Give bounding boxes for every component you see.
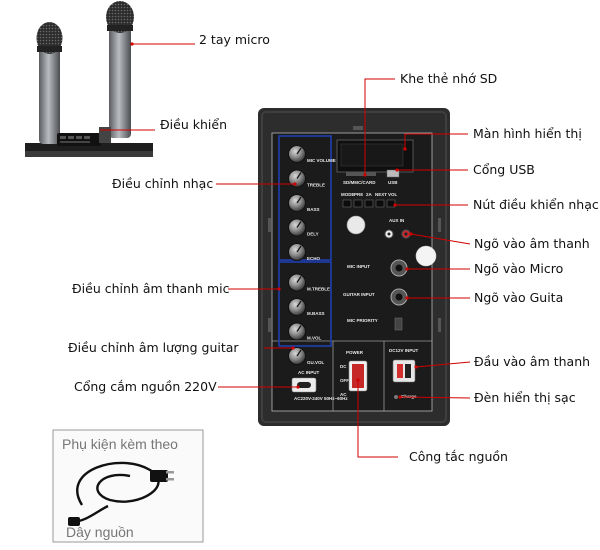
- label-mic-adjust: Điều chỉnh âm thanh mic: [72, 281, 230, 296]
- knob-bass: BASS: [288, 194, 320, 212]
- label-music-adjust: Điều chỉnh nhạc: [112, 176, 214, 191]
- svg-text:GUITAR INPUT: GUITAR INPUT: [343, 292, 375, 297]
- knob-gu-vol: GU.VOL: [288, 347, 325, 365]
- callout-lines: [100, 43, 471, 458]
- svg-text:AC220V-240V 50Hz~60Hz: AC220V-240V 50Hz~60Hz: [294, 396, 348, 401]
- knob-label: GU.VOL: [307, 360, 325, 365]
- knob-treble: TREBLE: [288, 169, 325, 188]
- sd-slot: [346, 172, 376, 176]
- label-mic-in: Ngõ vào Micro: [474, 261, 564, 276]
- svg-text:MODE: MODE: [341, 192, 355, 197]
- label-dc-in: Đầu vào âm thanh: [474, 354, 591, 369]
- leader-dc-in: [415, 361, 471, 368]
- power-cord-illustration: [68, 461, 174, 526]
- label-audio-in: Ngõ vào âm thanh: [474, 236, 590, 251]
- mic-priority-switch: [394, 317, 403, 331]
- accessory-caption: Dây nguồn: [66, 524, 134, 540]
- knob-label: DELY: [307, 232, 319, 237]
- knob-m-bass: M.BASS: [288, 298, 325, 316]
- label-power-socket: Cổng cắm nguồn 220V: [74, 379, 217, 394]
- svg-text:USB: USB: [388, 180, 398, 185]
- music-controls-box: [278, 135, 332, 261]
- knob-label: M.VOL: [307, 336, 322, 341]
- leader-display: [404, 133, 468, 149]
- label-remote: Điều khiển: [160, 117, 227, 132]
- leader-power-switch: [357, 380, 398, 458]
- svg-text:SD/MMC/CARD: SD/MMC/CARD: [343, 180, 376, 185]
- knob-column: MIC VOLUME TREBLE BASS DELY ECHO M.TREBLE M.BA…: [288, 145, 336, 365]
- label-guitar-in: Ngõ vào Guita: [474, 290, 564, 305]
- knob-m-treble: M.TREBLE: [288, 273, 330, 292]
- microphone-set-photo: [25, 1, 153, 157]
- knob-label: MIC VOLUME: [307, 158, 336, 163]
- label-music-buttons: Nút điều khiển nhạc: [473, 197, 599, 212]
- usb-port: [386, 169, 400, 178]
- svg-text:AUX IN: AUX IN: [389, 218, 404, 223]
- svg-text:2A: 2A: [366, 192, 373, 197]
- label-guitar-volume: Điều chỉnh âm lượng guitar: [68, 340, 239, 355]
- svg-text:PRE: PRE: [354, 192, 363, 197]
- knob-mic-volume: MIC VOLUME: [288, 145, 336, 163]
- ir-receiver: [346, 215, 366, 235]
- knob-label: BASS: [307, 207, 320, 212]
- svg-text:AC: AC: [340, 392, 347, 397]
- svg-text:POWER: POWER: [346, 350, 364, 355]
- accessory-box: [52, 429, 204, 543]
- svg-text:NEXT: NEXT: [375, 192, 387, 197]
- label-power-switch: Công tắc nguồn: [409, 449, 508, 464]
- svg-text:MIC INPUT: MIC INPUT: [347, 264, 370, 269]
- leader-audio-in: [410, 233, 471, 245]
- accessory-title: Phụ kiện kèm theo: [62, 436, 178, 452]
- knob-dely: DELY: [288, 218, 319, 237]
- knob-label: ECHO: [307, 256, 321, 261]
- music-control-buttons: [342, 199, 396, 208]
- leader-charge-led: [399, 396, 471, 399]
- knob-echo: ECHO: [288, 243, 321, 261]
- dc-input-terminal: [392, 359, 416, 383]
- svg-text:Charge: Charge: [401, 394, 417, 399]
- knob-label: M.TREBLE: [307, 287, 330, 292]
- label-display: Màn hình hiển thị: [473, 126, 582, 141]
- label-charge-led: Đèn hiển thị sạc: [474, 390, 576, 405]
- charge-led: [394, 395, 398, 399]
- knob-label: M.BASS: [307, 311, 325, 316]
- speaker-back-panel: SD/MMC/CARD USB MODE PRE 2A NEXT VOL AUX…: [258, 108, 450, 426]
- svg-text:AC INPUT: AC INPUT: [298, 370, 320, 375]
- svg-text:OFF: OFF: [340, 378, 349, 383]
- label-usb: Cổng USB: [473, 162, 535, 177]
- svg-text:DC12V INPUT: DC12V INPUT: [389, 348, 419, 353]
- svg-text:DC: DC: [340, 364, 347, 369]
- knob-m-vol: M.VOL: [288, 322, 322, 341]
- knob-label: TREBLE: [307, 183, 325, 188]
- label-micro: 2 tay micro: [199, 32, 270, 47]
- svg-text:MIC PRIORITY: MIC PRIORITY: [347, 318, 378, 323]
- mic-controls-box: [278, 261, 332, 347]
- callout-endpoints: [130, 42, 418, 399]
- svg-text:VOL: VOL: [388, 192, 398, 197]
- leader-sd-slot: [364, 78, 395, 175]
- label-sd-slot: Khe thẻ nhớ SD: [400, 71, 498, 86]
